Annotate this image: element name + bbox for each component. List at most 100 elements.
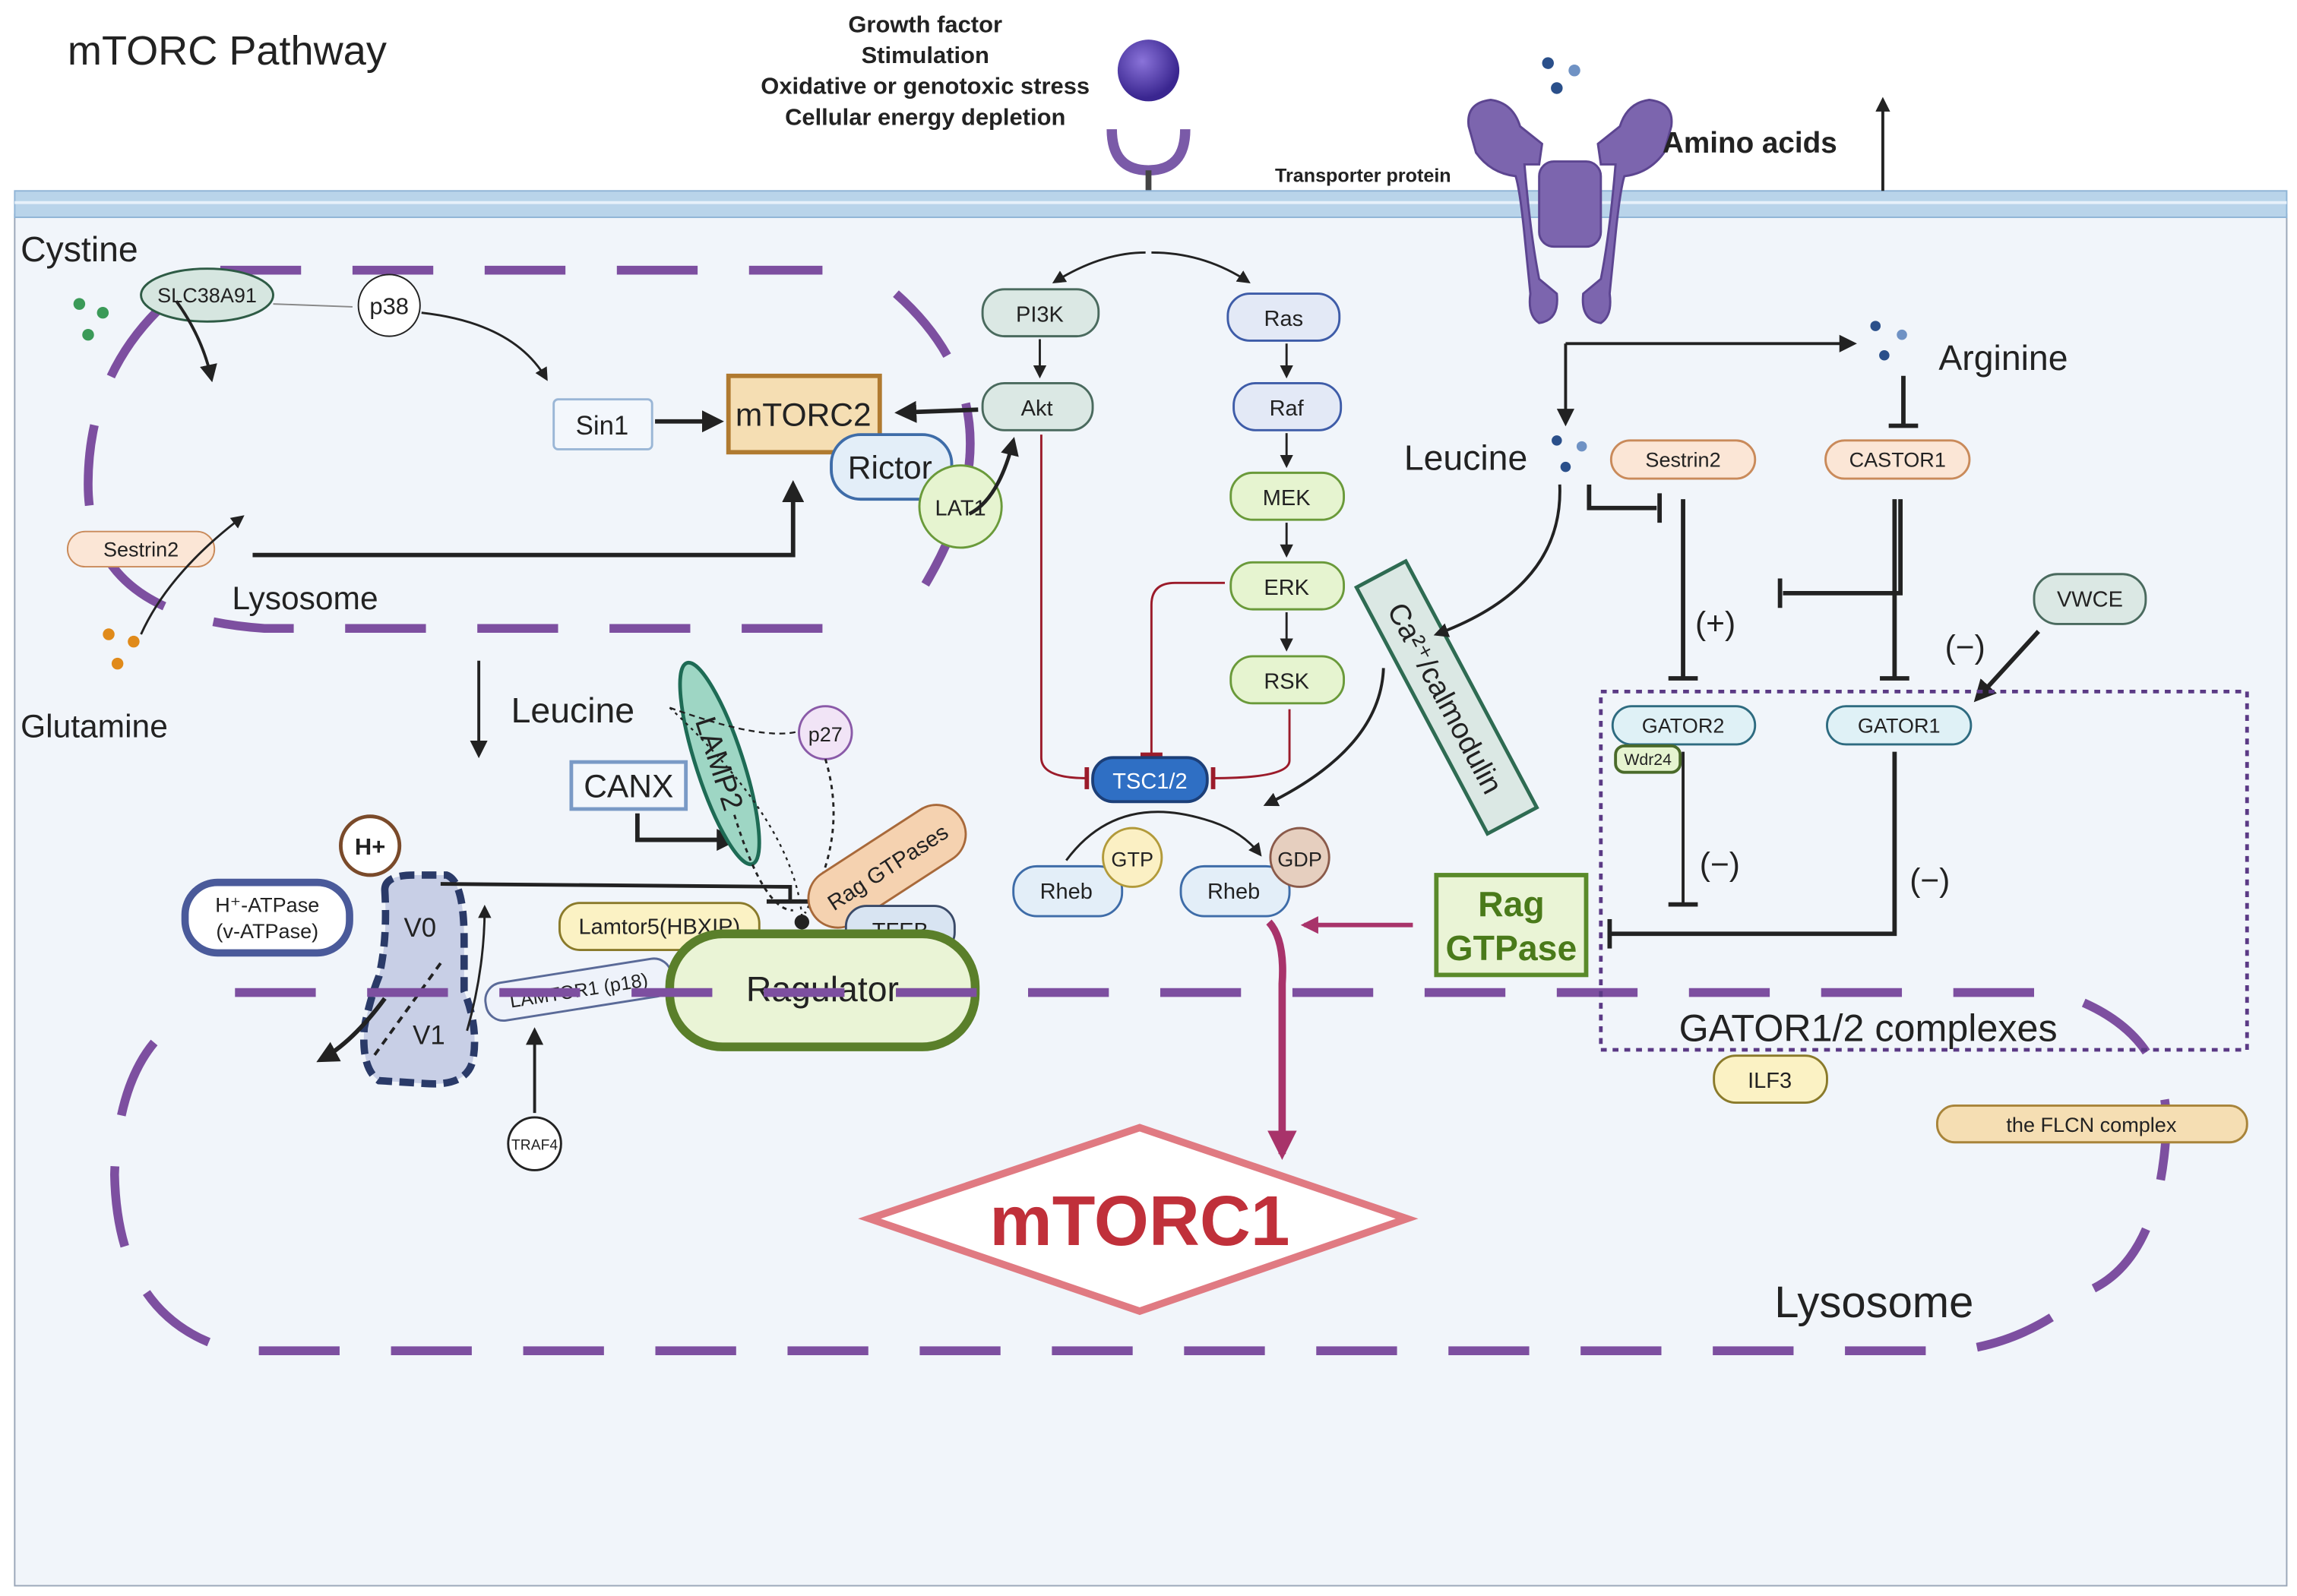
pi3k-label: PI3K	[1016, 302, 1064, 327]
ras-node	[1226, 292, 1341, 342]
pi3k-node	[981, 288, 1100, 338]
rheb-gdp-label: Rheb	[1207, 880, 1260, 904]
v1-label: V1	[413, 1021, 445, 1050]
slc38a91-label: SLC38A91	[157, 284, 257, 307]
mtorc2-node	[726, 373, 882, 455]
p38-label: p38	[369, 293, 409, 320]
transporter-protein-icon	[1467, 98, 1673, 324]
rheb-gdp-node	[1179, 864, 1291, 918]
tsc12-label: TSC1/2	[1112, 770, 1187, 794]
akt-node	[981, 382, 1094, 431]
amino-acid-dots-icon	[1542, 57, 1580, 94]
lysosome-lower-label: Lysosome	[1774, 1278, 1973, 1327]
sin1-label: Sin1	[576, 412, 629, 441]
sin1-node	[552, 398, 653, 450]
traf4-label: TRAF4	[511, 1137, 558, 1153]
rheb-gtp-node	[1012, 864, 1124, 918]
tsc12-node	[1091, 756, 1209, 804]
canx-node	[569, 760, 688, 811]
stimulus-energy: Cellular energy depletion	[785, 103, 1065, 130]
mtorc1-label: mTORC1	[989, 1181, 1289, 1260]
castor1-node	[1824, 439, 1971, 480]
erk-label: ERK	[1264, 576, 1309, 600]
minus-sign-gator1: (−)	[1909, 863, 1950, 899]
gdp-label: GDP	[1277, 848, 1322, 871]
wdr24-label: Wdr24	[1624, 751, 1672, 769]
gator-complexes-box	[1599, 689, 2249, 1052]
stimulus-stimulation: Stimulation	[862, 42, 989, 68]
canx-label: CANX	[584, 770, 673, 805]
flcn-complex-label: the FLCN complex	[2006, 1114, 2176, 1136]
minus-sign-gator2: (−)	[1700, 847, 1740, 883]
leucine-right-label: Leucine	[1404, 438, 1527, 478]
hplus-node	[339, 814, 402, 877]
vatpase-node	[181, 878, 353, 957]
lower-lysosome-outline	[109, 988, 2171, 1356]
v0-label: V0	[404, 914, 437, 943]
cystine-label: Cystine	[21, 229, 138, 269]
stimulus-growth-factor: Growth factor	[848, 11, 1002, 38]
sestrin2-left-label: Sestrin2	[103, 539, 179, 561]
raf-label: Raf	[1270, 397, 1305, 421]
plus-sign: (+)	[1695, 606, 1735, 642]
stimuli-list: Growth factor Stimulation Oxidative or g…	[761, 11, 1090, 131]
gator-complexes-label: GATOR1/2 complexes	[1679, 1007, 2058, 1049]
vwce-label: VWCE	[2057, 587, 2123, 612]
arginine-dots-icon	[1870, 321, 1907, 361]
transporter-protein-label: Transporter protein	[1275, 166, 1451, 187]
mek-label: MEK	[1263, 486, 1311, 510]
p38-node	[357, 273, 421, 337]
arginine-label: Arginine	[1938, 338, 2068, 378]
leucine-dots-icon	[1552, 435, 1587, 472]
traf4-node	[507, 1116, 562, 1171]
sestrin2-left-node	[66, 530, 216, 568]
rag-gtpase-label-line1: Rag	[1478, 884, 1545, 924]
castor1-label: CASTOR1	[1849, 449, 1946, 472]
page-title: mTORC Pathway	[68, 28, 387, 74]
mtorc2-label: mTORC2	[736, 398, 872, 434]
gator2-node	[1611, 705, 1757, 746]
rag-gtpase-node	[1434, 873, 1589, 978]
glutamine-dots-icon	[103, 628, 140, 670]
rheb-gtp-label: Rheb	[1040, 880, 1093, 904]
rsk-node	[1229, 655, 1346, 705]
slc38a91-node	[140, 267, 274, 323]
cell-interior	[14, 213, 2288, 1587]
ras-label: Ras	[1264, 307, 1304, 331]
receptor-icon	[1106, 128, 1191, 175]
flcn-complex-node	[1935, 1104, 2248, 1144]
glutamine-label: Glutamine	[21, 709, 168, 744]
cystine-dots-icon	[73, 298, 109, 341]
sestrin2-right-label: Sestrin2	[1645, 449, 1720, 472]
p27-label: p27	[808, 723, 843, 746]
amino-acids-label: Amino acids	[1663, 127, 1837, 160]
gator1-node	[1826, 705, 1973, 746]
rag-gtpase-label-line2: GTPase	[1446, 928, 1577, 968]
lat1-node	[918, 464, 1003, 549]
ilf3-label: ILF3	[1748, 1069, 1792, 1093]
gator1-label: GATOR1	[1858, 714, 1941, 737]
rheb-to-mtorc1-arrow	[1266, 919, 1297, 1160]
mtorc1-node	[858, 1124, 1419, 1316]
wdr24-node	[1614, 744, 1682, 774]
erk-node	[1229, 561, 1346, 611]
mek-node	[1229, 471, 1346, 521]
stimulus-stress: Oxidative or genotoxic stress	[761, 73, 1090, 100]
rsk-label: RSK	[1264, 670, 1309, 694]
ligand-ball-icon	[1117, 40, 1180, 102]
gtp-node	[1102, 826, 1163, 888]
vwce-node	[2033, 573, 2147, 625]
vatpase-label-line2: (v-ATPase)	[216, 920, 318, 943]
gdp-node	[1269, 826, 1330, 888]
lysosome-upper-label: Lysosome	[232, 581, 378, 617]
hplus-label: H+	[355, 833, 385, 860]
sestrin2-right-node	[1609, 439, 1757, 480]
gtp-label: GTP	[1111, 848, 1153, 871]
vatpase-label-line1: H⁺-ATPase	[215, 893, 319, 916]
rictor-label: Rictor	[848, 450, 932, 486]
akt-label: Akt	[1021, 397, 1053, 421]
minus-sign-vwce: (−)	[1945, 630, 1985, 665]
ilf3-node	[1713, 1054, 1828, 1105]
